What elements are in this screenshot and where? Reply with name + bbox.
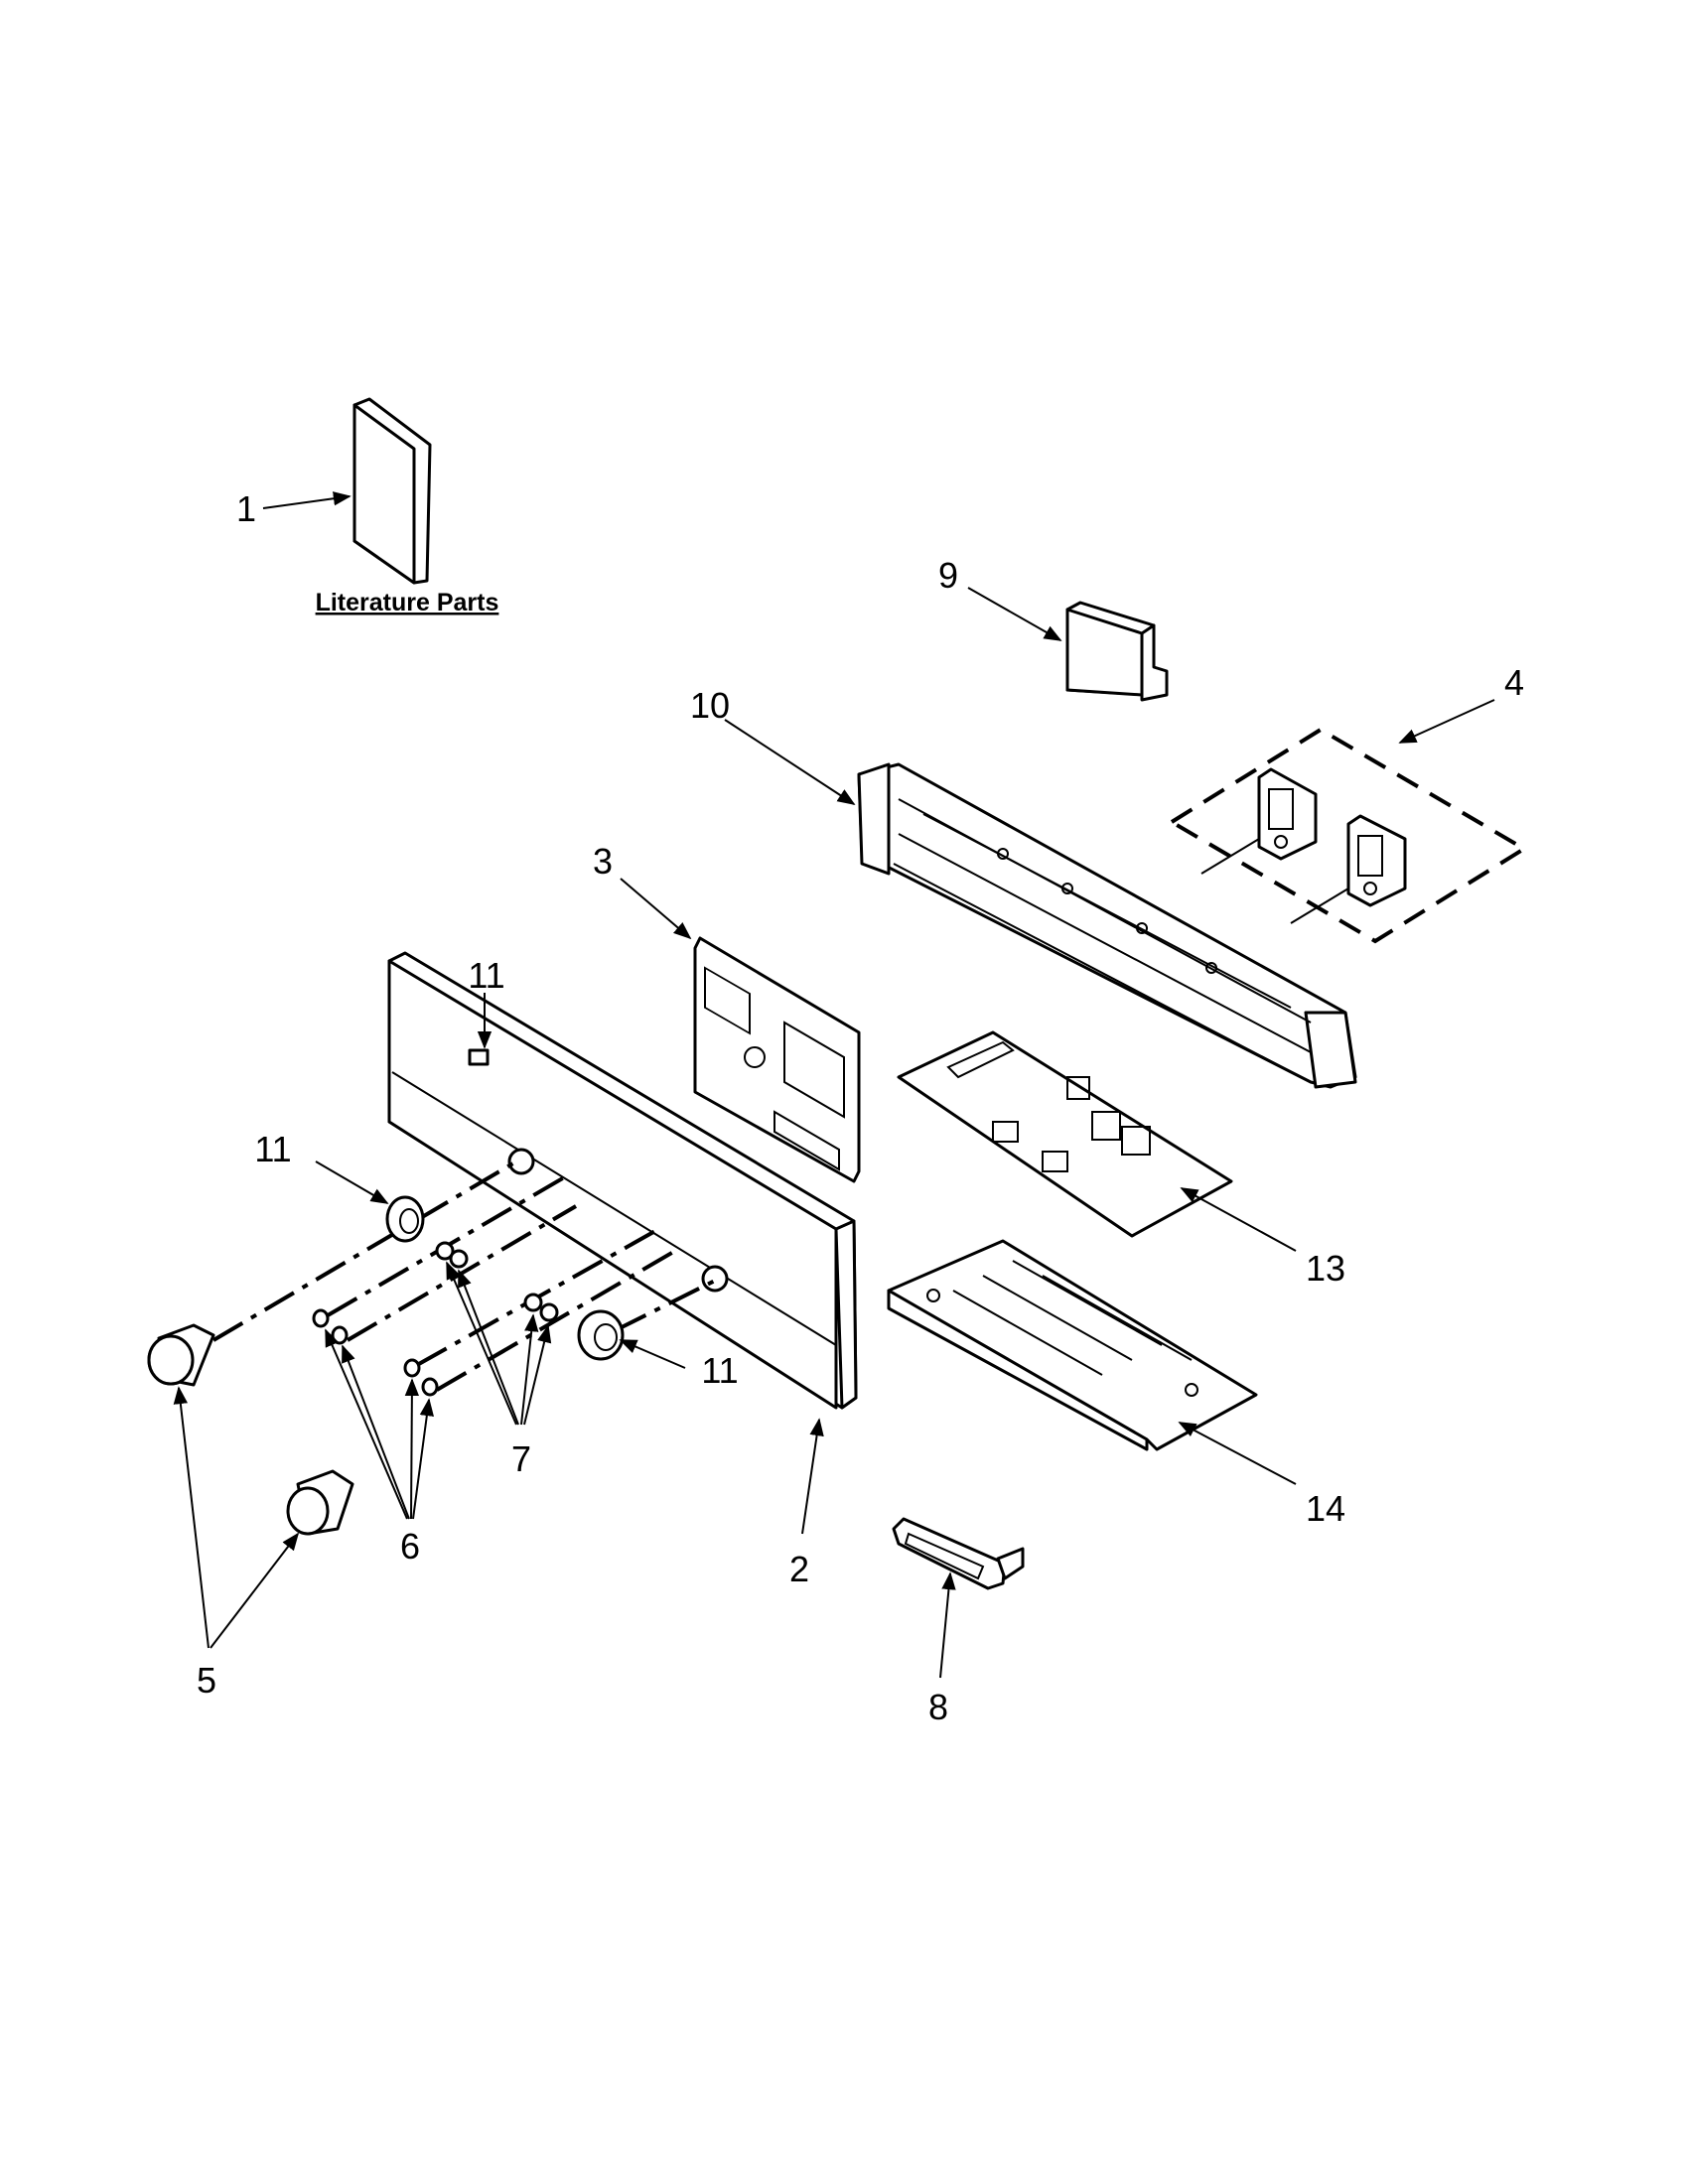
part-bracket xyxy=(967,587,1169,702)
part-board-tray xyxy=(887,1239,1297,1485)
callout-4: 4 xyxy=(1504,662,1524,703)
callout-8: 8 xyxy=(928,1687,948,1727)
callout-11-upper: 11 xyxy=(254,1129,291,1169)
literature-parts-label: Literature Parts xyxy=(316,589,499,616)
callout-14: 14 xyxy=(1306,1488,1345,1529)
part-control-board xyxy=(897,1030,1297,1252)
part-knob-lower xyxy=(210,1469,354,1649)
callout-9: 9 xyxy=(938,555,958,596)
part-front-panel xyxy=(387,951,858,1535)
part-ring-upper xyxy=(315,1160,425,1243)
part-ring-lower xyxy=(577,1309,686,1369)
part-display-board xyxy=(620,878,861,1183)
callout-13: 13 xyxy=(1306,1248,1345,1289)
part-plugs xyxy=(312,1308,439,1520)
part-control-frame xyxy=(724,719,1357,1089)
part-switch-kit xyxy=(1168,699,1528,944)
part-clips xyxy=(435,1241,559,1426)
callout-12: 11 xyxy=(468,955,504,996)
callout-2: 2 xyxy=(789,1549,809,1589)
part-knob-upper xyxy=(147,1323,215,1649)
callout-10: 10 xyxy=(690,685,730,726)
switch-left xyxy=(1200,767,1318,875)
callout-3: 3 xyxy=(593,841,613,882)
callout-6: 6 xyxy=(400,1526,420,1567)
callout-1: 1 xyxy=(236,488,256,529)
callout-7: 7 xyxy=(511,1438,531,1479)
callout-11-lower: 11 xyxy=(701,1350,738,1391)
part-literature-booklet xyxy=(262,397,432,585)
callout-5: 5 xyxy=(197,1660,216,1701)
part-frame-clip xyxy=(892,1517,1025,1679)
switch-right xyxy=(1290,814,1407,924)
